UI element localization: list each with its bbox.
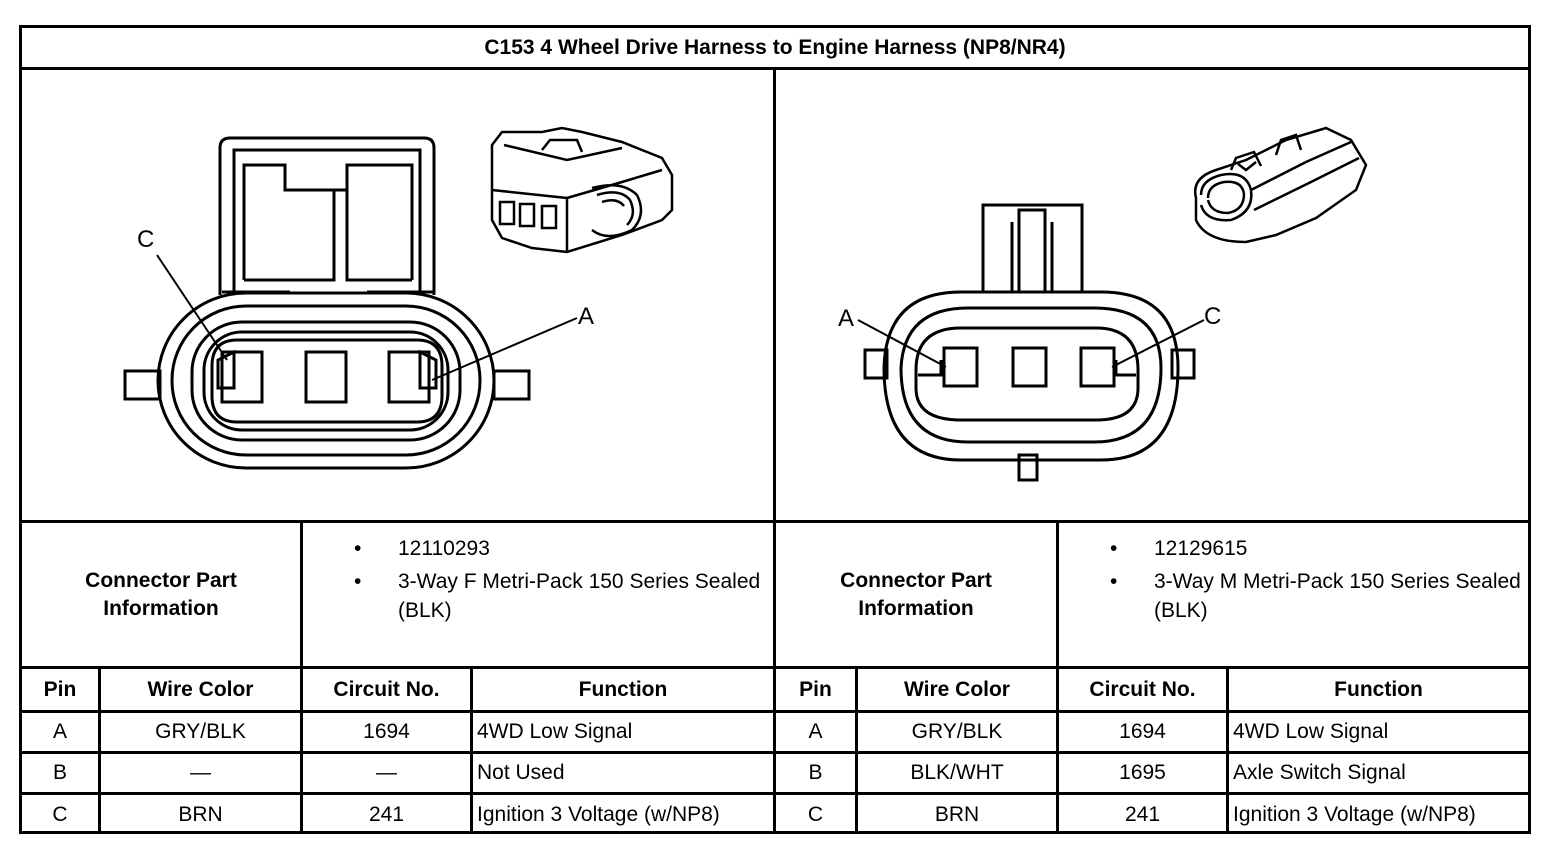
pin-a-label: A [578,303,594,330]
bullet-icon: • [354,570,362,593]
header-circuit-no: Circuit No. [333,677,440,701]
cell-function: Axle Switch Signal [1233,761,1406,784]
connector-part-info-list: • 12129615 • 3-Way M Metri-Pack 150 Seri… [1098,534,1523,625]
pin-c-label: C [1204,303,1221,330]
header-wire-color: Wire Color [904,677,1010,701]
col-divider [470,666,473,834]
center-divider [773,67,776,834]
info-divider-left [300,520,303,669]
header-wire-color: Wire Color [147,677,254,701]
header-pin: Pin [799,677,832,701]
cell-function: 4WD Low Signal [477,720,633,743]
table-header-top [19,666,1531,669]
drawing-divider [19,520,1531,523]
bullet-icon: • [1110,537,1118,560]
part-description-item: • 3-Way F Metri-Pack 150 Series Sealed (… [342,567,767,625]
cell-function: 4WD Low Signal [1233,720,1389,743]
cell-wire-color: GRY/BLK [155,720,246,743]
cell-wire-color: — [190,761,211,784]
cell-pin: A [52,720,67,743]
part-number-item: • 12129615 [1098,534,1523,563]
cell-pin: B [808,761,823,784]
cell-circuit-no: 1694 [363,720,410,743]
cell-pin: B [52,761,67,784]
header-function: Function [1334,677,1423,701]
cell-circuit-no: 1694 [1119,720,1166,743]
pin-c-label: C [137,226,154,253]
table-row-divider [19,792,1531,795]
cell-function: Ignition 3 Voltage (w/NP8) [1233,802,1476,826]
col-divider [1056,666,1059,834]
cell-circuit-no: 1695 [1119,761,1166,784]
bullet-icon: • [1110,570,1118,593]
cell-pin: C [52,802,68,826]
cell-circuit-no: — [376,761,397,784]
cell-pin: A [808,720,823,743]
cell-pin: C [807,802,824,826]
part-number-item: • 12110293 [342,534,767,563]
part-description-item: • 3-Way M Metri-Pack 150 Series Sealed (… [1098,567,1523,625]
male-connector-face-drawing: A C [838,126,1368,482]
header-function: Function [578,677,668,701]
header-pin: Pin [43,677,77,701]
col-divider [855,666,858,834]
col-divider [98,666,101,834]
connector-part-info-label: Connector Part Information [840,568,992,620]
cell-wire-color: BLK/WHT [910,761,1004,784]
cell-wire-color: BRN [934,802,980,826]
header-circuit-no: Circuit No. [1089,677,1196,701]
cell-wire-color: GRY/BLK [911,720,1003,743]
col-divider [300,666,303,834]
female-connector-face-drawing: C A [123,126,674,470]
cell-circuit-no: 241 [368,802,405,826]
pin-a-label: A [838,305,854,332]
cell-function: Not Used [477,761,565,784]
cell-wire-color: BRN [178,802,223,826]
table-row-divider [19,751,1531,754]
cell-circuit-no: 241 [1124,802,1161,826]
cell-function: Ignition 3 Voltage (w/NP8) [477,802,720,826]
col-divider [1226,666,1229,834]
connector-part-info-list: • 12110293 • 3-Way F Metri-Pack 150 Seri… [342,534,767,625]
bullet-icon: • [354,537,362,560]
table-header-bottom [19,710,1531,713]
diagram-title: C153 4 Wheel Drive Harness to Engine Har… [484,36,1066,59]
connector-part-info-label: Connector Part Information [85,568,237,620]
info-divider-right [1056,520,1059,669]
